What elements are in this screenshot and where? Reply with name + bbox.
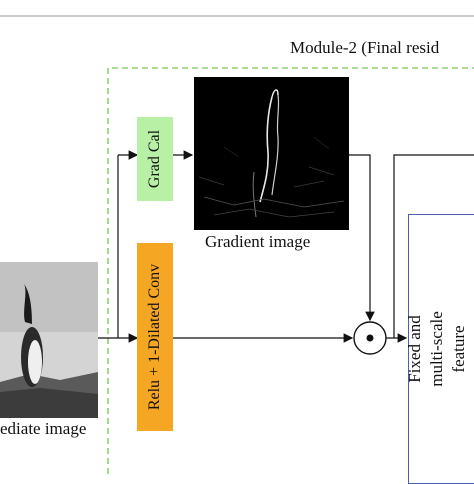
connector-layer (0, 15, 474, 474)
operator-dot (366, 334, 374, 342)
intermediate-image (0, 262, 98, 418)
relu-dilated-conv-block: Relu + 1-Dilated Conv (137, 243, 173, 431)
skip-connector (393, 154, 474, 338)
feature-extraction-label: Fixed and multi-scale feature extraction (405, 311, 474, 387)
grad-cal-label: Grad Cal (146, 129, 164, 189)
module-boundary (107, 67, 474, 474)
arrow-gradient-to-operator (349, 154, 375, 322)
gradient-image-edges (198, 89, 345, 218)
diagram-canvas: Module-2 (Final resid Grad Cal Relu + 1-… (0, 15, 474, 484)
relu-label: Relu + 1-Dilated Conv (146, 263, 163, 411)
grad-cal-block: Grad Cal (137, 117, 173, 201)
intermediate-image-caption: ediate image (0, 419, 87, 438)
gradient-image (194, 77, 349, 230)
gradient-image-caption: Gradient image (205, 232, 311, 251)
feature-extraction-block: Fixed and multi-scale feature extraction (405, 214, 474, 484)
module-title: Module-2 (Final resid (290, 38, 440, 57)
intermediate-image-scene (0, 262, 98, 418)
